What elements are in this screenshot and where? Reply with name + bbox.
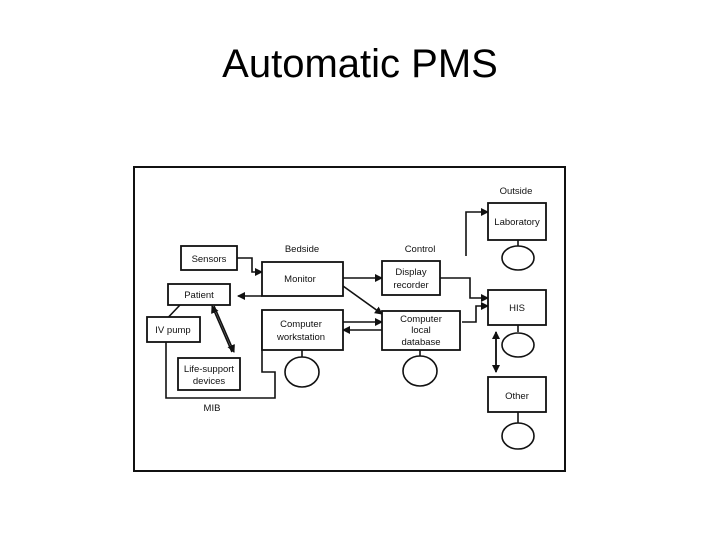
box-display-recorder: Display recorder [381, 260, 441, 296]
svg-text:Laboratory: Laboratory [494, 217, 540, 228]
box-computer-workstation: Computer workstation [261, 309, 344, 351]
connector-monitor-database [342, 285, 383, 315]
connector-mib-bus [165, 310, 276, 399]
svg-text:Computer: Computer [400, 314, 442, 325]
disk-database-storage [402, 355, 438, 387]
connector-control-laboratory [465, 208, 489, 256]
label-mib: MIB [204, 403, 221, 414]
label-outside: Outside [500, 186, 533, 197]
svg-text:recorder: recorder [393, 280, 428, 291]
disk-other-storage [501, 422, 535, 450]
box-computer-local-database: Computer local database [381, 310, 461, 351]
box-laboratory: Laboratory [487, 202, 547, 241]
box-other: Other [487, 376, 547, 413]
disk-workstation-storage [284, 356, 320, 388]
slide-title: Automatic PMS [222, 42, 498, 86]
svg-text:Other: Other [505, 391, 529, 402]
box-iv-pump: IV pump [146, 316, 201, 343]
svg-text:Display: Display [395, 267, 426, 278]
svg-text:IV pump: IV pump [155, 325, 190, 336]
svg-text:Life-support: Life-support [184, 364, 235, 375]
svg-text:Sensors: Sensors [192, 254, 227, 265]
box-his: HIS [487, 289, 547, 326]
disk-his-storage [501, 332, 535, 358]
box-monitor: Monitor [261, 261, 344, 297]
connector-sensors-monitor [237, 257, 263, 276]
box-sensors: Sensors [180, 245, 238, 271]
disk-laboratory-storage [501, 245, 535, 271]
connector-database-his [462, 302, 489, 323]
svg-text:Computer: Computer [280, 319, 322, 330]
svg-text:Monitor: Monitor [284, 274, 316, 285]
label-control: Control [405, 244, 436, 255]
svg-text:database: database [401, 337, 440, 348]
connector-patient-lifesupport [211, 305, 233, 353]
box-life-support-devices: Life-support devices [177, 357, 241, 391]
svg-text:Patient: Patient [184, 290, 214, 301]
svg-text:workstation: workstation [276, 332, 325, 343]
box-patient: Patient [167, 283, 231, 306]
connector-lifesupport-patient [213, 305, 235, 353]
svg-text:local: local [411, 325, 431, 336]
connector-display-his [440, 277, 489, 302]
svg-text:HIS: HIS [509, 303, 525, 314]
svg-text:devices: devices [193, 376, 225, 387]
label-bedside: Bedside [285, 244, 319, 255]
